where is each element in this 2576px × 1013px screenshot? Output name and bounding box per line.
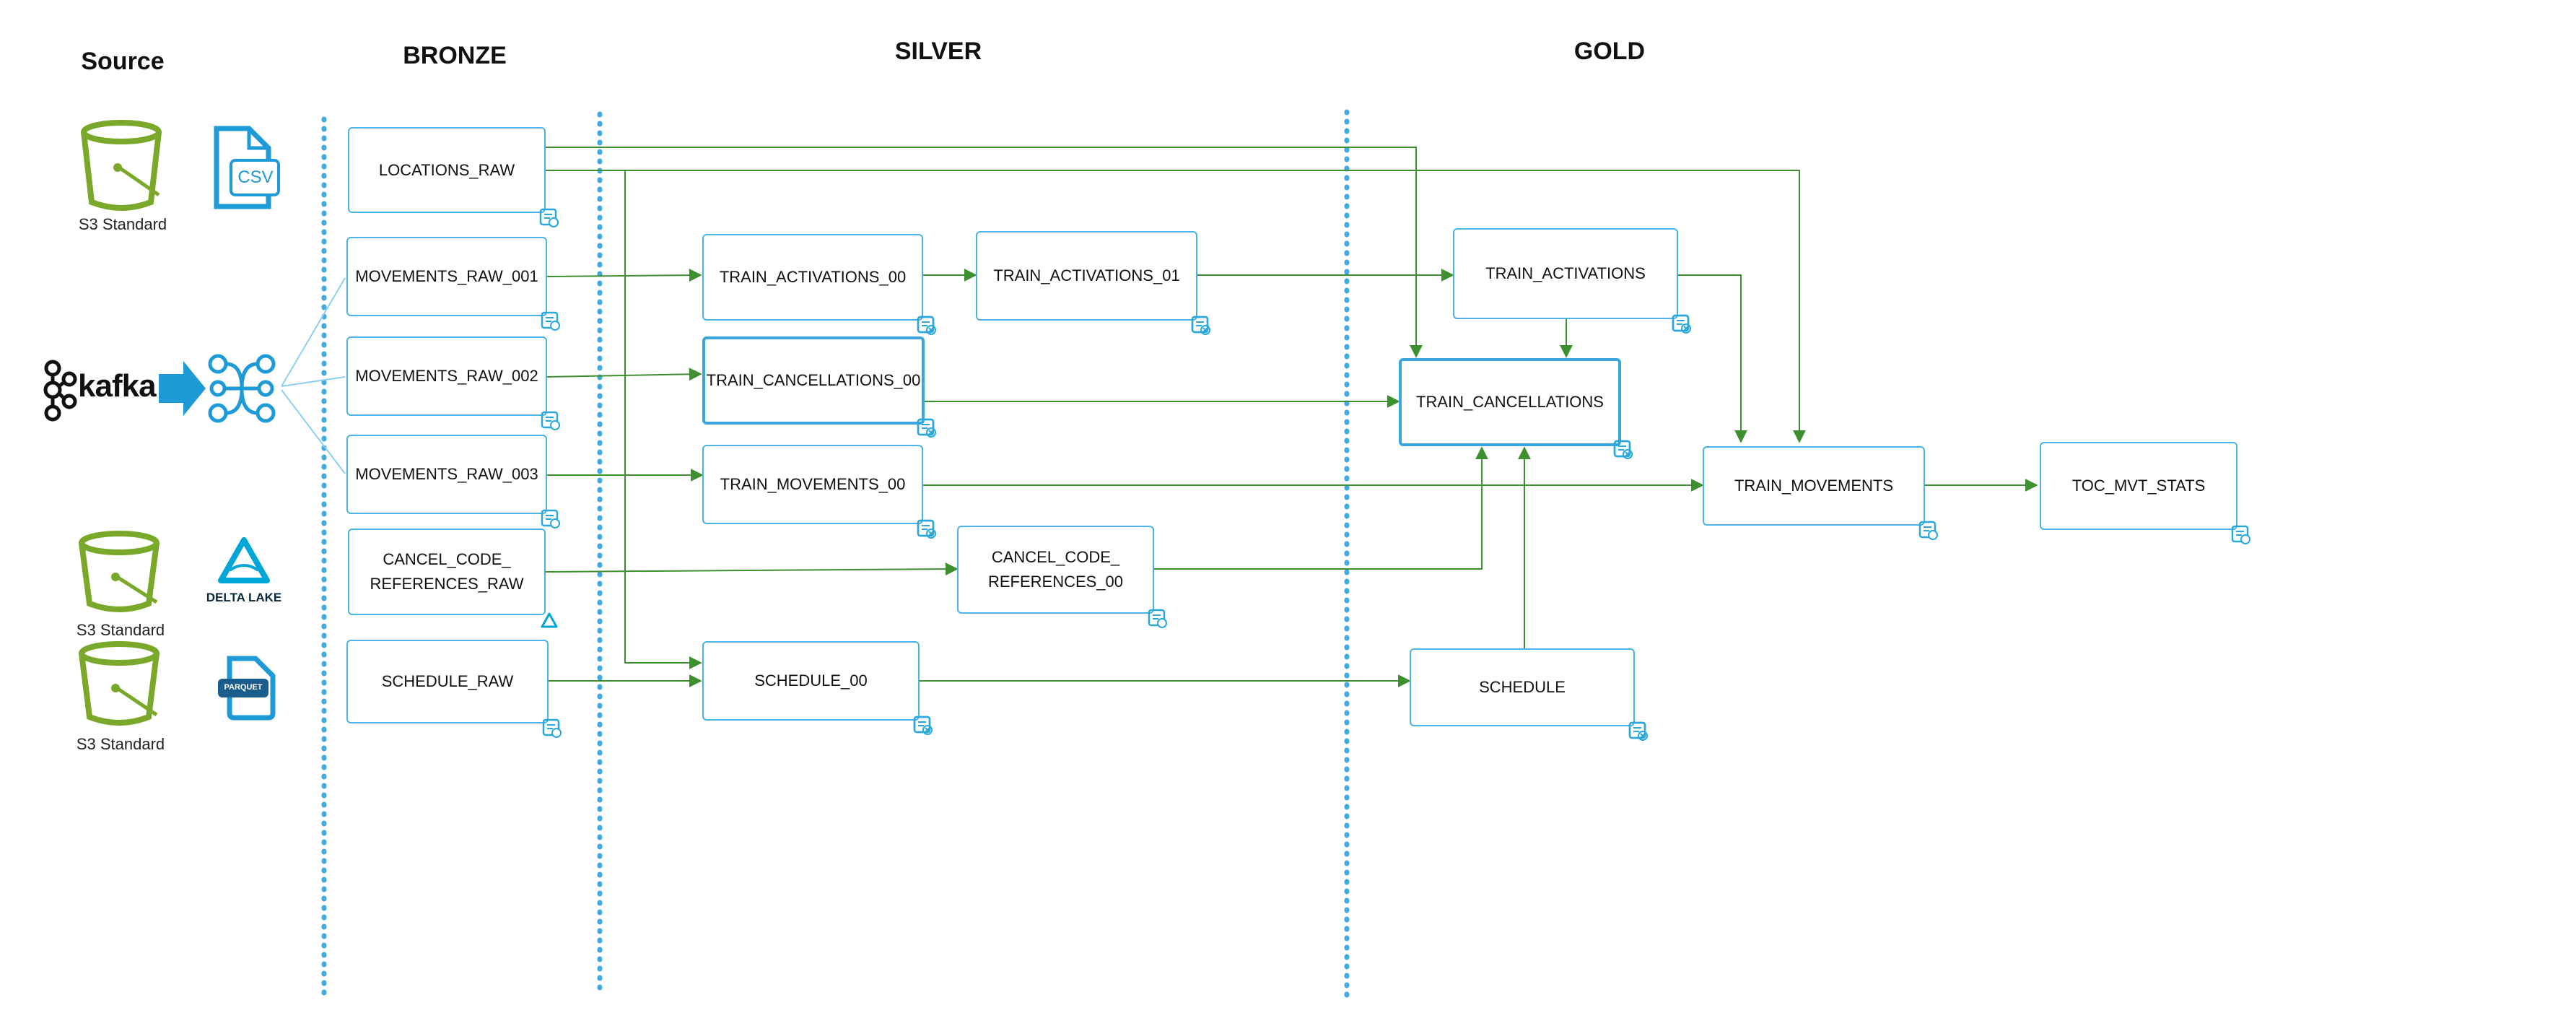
node-train-activations[interactable]: TRAIN_ACTIVATIONS (1453, 228, 1691, 334)
node-train-activations-00[interactable]: TRAIN_ACTIVATIONS_00 (702, 234, 936, 335)
table-icon (1613, 440, 1631, 458)
delta-lake-icon (541, 612, 558, 628)
node-label: MOVEMENTS_RAW_001 (355, 267, 538, 285)
table-icon (2231, 525, 2250, 544)
node-label: SCHEDULE_RAW (381, 672, 514, 690)
edge-locations-to-train-cancellations (546, 147, 1423, 358)
node-label: SCHEDULE_00 (754, 671, 868, 690)
node-label: TRAIN_ACTIVATIONS_00 (719, 268, 907, 286)
s3-bucket-icon (79, 531, 160, 612)
s3-standard-label: S3 Standard (76, 735, 165, 753)
node-movements-raw-003[interactable]: MOVEMENTS_RAW_003 (346, 435, 560, 529)
edge-ccraw-to-cc00 (545, 562, 959, 576)
delta-lake-icon (218, 537, 270, 583)
node-movements-raw-002[interactable]: MOVEMENTS_RAW_002 (346, 336, 560, 430)
edge-cc00-to-tc (1154, 446, 1488, 570)
kafka-fanout (281, 277, 346, 474)
layer-dividers (321, 109, 1350, 999)
header-bronze: BRONZE (403, 42, 507, 69)
table-icon (542, 718, 562, 738)
node-label: TRAIN_ACTIVATIONS (1485, 264, 1646, 282)
table-icon (913, 716, 931, 734)
node-label: SCHEDULE (1479, 678, 1566, 696)
stream-connector-icon (208, 354, 276, 423)
stream-arrow-icon (159, 361, 206, 416)
node-locations-raw[interactable]: LOCATIONS_RAW (348, 127, 559, 227)
table-icon (541, 311, 560, 331)
s3-standard-label: S3 Standard (78, 215, 167, 233)
node-label: CANCEL_CODE_ REFERENCES_00 (987, 548, 1124, 591)
node-train-activations-01[interactable]: TRAIN_ACTIVATIONS_01 (976, 231, 1210, 335)
parquet-file-icon (218, 656, 276, 721)
node-movements-raw-001[interactable]: MOVEMENTS_RAW_001 (346, 237, 560, 331)
header-gold: GOLD (1573, 38, 1646, 65)
header-silver: SILVER (894, 38, 982, 65)
parquet-label: PARQUET (224, 683, 263, 692)
node-cancel-code-references-raw[interactable]: CANCEL_CODE_ REFERENCES_RAW (348, 529, 558, 628)
s3-standard-label: S3 Standard (76, 621, 165, 639)
node-cancel-code-references-00[interactable]: CANCEL_CODE_ REFERENCES_00 (957, 526, 1167, 628)
node-train-cancellations-00[interactable]: TRAIN_CANCELLATIONS_00 (702, 336, 936, 438)
node-label: TRAIN_ACTIVATIONS_01 (993, 266, 1180, 284)
table-icon (917, 316, 935, 334)
table-icon (541, 509, 560, 529)
node-label: MOVEMENTS_RAW_002 (355, 367, 538, 385)
node-train-movements-00[interactable]: TRAIN_MOVEMENTS_00 (702, 445, 936, 539)
node-toc-mvt-stats[interactable]: TOC_MVT_STATS (2040, 442, 2250, 544)
table-icon (1672, 314, 1690, 332)
node-schedule[interactable]: SCHEDULE (1410, 648, 1648, 741)
table-icon (1628, 721, 1646, 739)
delta-lake-label: DELTA LAKE (206, 591, 282, 604)
kafka-label: kafka (78, 368, 157, 404)
csv-label: CSV (237, 168, 274, 187)
node-label: CANCEL_CODE_ REFERENCES_RAW (370, 550, 524, 593)
edge-locations-to-schedule-00 (546, 170, 702, 669)
edge-ta-to-tm (1678, 274, 1747, 443)
node-schedule-00[interactable]: SCHEDULE_00 (702, 641, 933, 735)
s3-bucket-icon (79, 641, 160, 726)
table-icon (917, 418, 935, 436)
table-icon (539, 208, 559, 227)
table-icon (917, 519, 935, 537)
csv-file-icon (214, 126, 280, 209)
s3-bucket-icon (81, 120, 162, 211)
header-source: Source (81, 48, 165, 75)
kafka-logo-icon (43, 360, 77, 422)
node-schedule-raw[interactable]: SCHEDULE_RAW (346, 640, 562, 738)
edges (545, 147, 2038, 687)
table-icon (1191, 316, 1209, 334)
node-train-cancellations[interactable]: TRAIN_CANCELLATIONS (1399, 358, 1633, 459)
edge-locations-to-train-movements (546, 170, 1806, 443)
node-label: TOC_MVT_STATS (2071, 477, 2206, 495)
node-train-movements[interactable]: TRAIN_MOVEMENTS (1703, 446, 1938, 540)
node-label: LOCATIONS_RAW (378, 160, 515, 179)
node-label: MOVEMENTS_RAW_003 (355, 465, 538, 483)
node-label: TRAIN_MOVEMENTS_00 (720, 475, 906, 493)
table-icon (1918, 521, 1938, 540)
table-icon (1148, 609, 1167, 628)
node-label: TRAIN_CANCELLATIONS_00 (706, 371, 921, 389)
edge-mov001-to-ta00 (546, 269, 702, 282)
node-label: TRAIN_MOVEMENTS (1734, 477, 1894, 495)
table-icon (541, 411, 560, 430)
node-label: TRAIN_CANCELLATIONS (1416, 393, 1604, 411)
edge-mov002-to-tc00 (546, 368, 702, 381)
